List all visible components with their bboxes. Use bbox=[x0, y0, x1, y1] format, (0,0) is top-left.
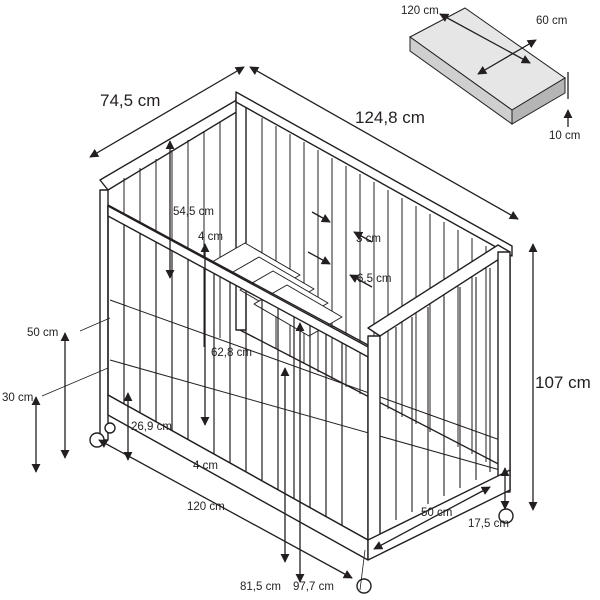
rail-height-label: 54,5 cm bbox=[173, 206, 214, 218]
mattress-width-label: 60 cm bbox=[536, 15, 567, 27]
dimension-lines bbox=[31, 13, 573, 591]
height-low-label: 81,5 cm bbox=[240, 581, 281, 593]
base-high-label: 50 cm bbox=[27, 327, 58, 339]
drawer-height-label: 17,5 cm bbox=[468, 518, 509, 530]
foot-slats bbox=[395, 268, 491, 520]
rail-bar-bottom-label: 4 cm bbox=[193, 460, 218, 472]
side-height-label: 62,8 cm bbox=[211, 347, 252, 359]
under-clearance-label: 26,9 cm bbox=[131, 421, 172, 433]
inner-length-label: 120 cm bbox=[187, 501, 225, 513]
mattress-thickness-label: 10 cm bbox=[549, 130, 580, 142]
slat-width-label: 6,5 cm bbox=[357, 273, 392, 285]
length-label: 124,8 cm bbox=[355, 108, 425, 127]
base-low-label: 30 cm bbox=[2, 392, 33, 404]
slat-gap-label: 3 cm bbox=[356, 233, 381, 245]
drawer-length-label: 50 cm bbox=[421, 507, 452, 519]
width-label: 74,5 cm bbox=[100, 91, 160, 110]
mattress-length-label: 120 cm bbox=[401, 5, 439, 17]
total-height-label: 107 cm bbox=[535, 373, 591, 392]
dimension-labels: 74,5 cm 124,8 cm 107 cm 54,5 cm 3 cm 6,5… bbox=[2, 5, 591, 593]
height-high-label: 97,7 cm bbox=[293, 581, 334, 593]
rail-bar-top-label: 4 cm bbox=[198, 231, 223, 243]
